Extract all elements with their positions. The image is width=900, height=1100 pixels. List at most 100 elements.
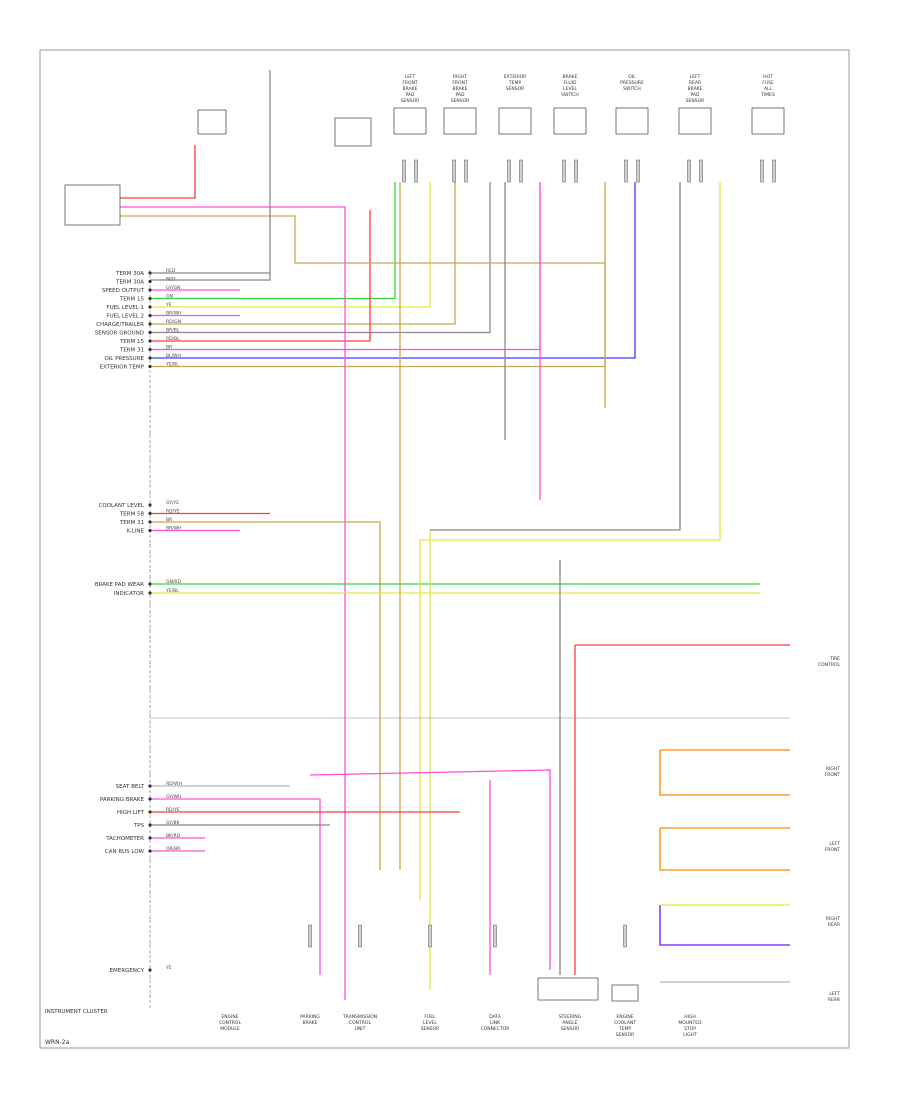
- pin-tick: [149, 484, 151, 486]
- wire-fuel-level-1: [150, 182, 431, 308]
- top-comp-label-2: SENSOR: [506, 86, 525, 92]
- top-comp-label-5: PAD: [691, 92, 701, 98]
- pin-low-dot-0: [148, 784, 152, 788]
- pin-tick: [149, 475, 151, 478]
- bottom-comp-label-0: CONTROL: [219, 1020, 241, 1026]
- coolant-sensor-block: [611, 984, 639, 1002]
- pin-dot-9: [148, 347, 152, 352]
- pin-tick: [149, 917, 151, 920]
- bottom-comp-label-2: CONTROL: [349, 1020, 371, 1026]
- bottom-comp-label-3: SENSOR: [421, 1026, 440, 1032]
- pin-tick: [149, 705, 151, 707]
- top-component-2: [498, 107, 532, 135]
- pin-mid-label-1: TERM 58: [119, 512, 145, 518]
- bottom-comp-label-5: SENSOR: [561, 1026, 580, 1032]
- pin-low-wire-3: GY/BK: [166, 820, 181, 826]
- pin-low-label-5: CAN BUS LOW: [105, 849, 145, 855]
- bottom-comp-label-0: ENGINE: [221, 1014, 238, 1020]
- top-connector-4a: [624, 159, 628, 183]
- pin-wire-10: BL/WH: [166, 353, 181, 359]
- pin-tick: [149, 560, 151, 563]
- pin-low-label-3: TPS: [133, 823, 145, 829]
- wire-parking-brake-b: [309, 769, 551, 970]
- pin-low-dot-1: [148, 797, 152, 801]
- top-comp-label-5: SENSOR: [686, 98, 705, 104]
- bottom-comp-label-5: STEERING: [559, 1014, 582, 1020]
- pin-mid-dot-2: [148, 520, 152, 524]
- top-comp-label-4: OIL: [628, 74, 636, 80]
- top-comp-label-5: REAR: [689, 80, 701, 86]
- pin-dot-11: [148, 364, 152, 369]
- pin-wire-0: RED: [166, 268, 176, 274]
- pin-dot-7: [148, 330, 152, 335]
- right-comp-label-4: CONTROL: [818, 662, 840, 668]
- bottom-comp-label-7: MOUNTED: [678, 1020, 702, 1026]
- wire-oil-level-1: [120, 145, 196, 199]
- pin-tick: [149, 688, 151, 690]
- right-comp-label-4: TIRE: [829, 656, 840, 662]
- bottom-comp-label-6: SENSOR: [616, 1032, 635, 1038]
- pin-tick: [149, 696, 151, 699]
- pin-wire-11: YE/BL: [165, 362, 179, 368]
- pin-tick: [149, 467, 151, 469]
- top-component-0: [393, 107, 427, 135]
- pin-tick: [149, 934, 151, 937]
- top-comp-label-1: SENSOR: [451, 98, 470, 104]
- pin-label-8: TERM 15: [119, 339, 145, 345]
- pin-wire-1: RED: [166, 277, 176, 283]
- pin-low-label-1: PARKING BRAKE: [100, 797, 145, 803]
- pin-tick: [149, 875, 151, 877]
- pin-tick: [149, 569, 151, 571]
- pin-mid-dot-3: [148, 528, 152, 533]
- pin-tick: [149, 892, 151, 894]
- wire-vert-4: [430, 182, 681, 531]
- pin-tick: [149, 416, 151, 418]
- top-comp-label-2: EXTERIOR: [504, 74, 527, 80]
- pin-brake-dot-0: [148, 582, 152, 586]
- fuse-box-1: [197, 109, 227, 135]
- pin-tick: [149, 926, 151, 928]
- pin-tick: [149, 994, 151, 996]
- pin-tick: [149, 900, 151, 903]
- pin-tick: [149, 424, 151, 427]
- pin-tick: [149, 628, 151, 631]
- pin-dot-3: [148, 296, 152, 301]
- pin-brake-wire-1: YE/BL: [165, 588, 179, 594]
- top-connector-3b: [574, 159, 578, 183]
- top-comp-label-1: RIGHT: [453, 74, 467, 80]
- pin-wire-8: RD/BL: [166, 336, 180, 342]
- pin-mid-label-3: K-LINE: [127, 529, 145, 535]
- pin-wire-3: GN: [166, 294, 173, 300]
- pin-label-7: SENSOR GROUND: [95, 331, 144, 337]
- wire-oil-level-3: [120, 215, 606, 408]
- pin-label-11: EXTERIOR TEMP: [100, 365, 145, 371]
- top-connector-4b: [636, 159, 640, 183]
- top-comp-label-2: TEMP: [508, 80, 521, 86]
- right-comp-label-0: FRONT: [825, 772, 841, 778]
- wire-term15: [150, 182, 396, 300]
- pin-low-wire-4: BK/RD: [166, 833, 181, 839]
- wire-exterior-temp: [150, 182, 606, 368]
- pin-tick: [149, 773, 151, 775]
- pin-low-dot-3: [148, 823, 152, 827]
- pin-tick: [149, 552, 151, 554]
- top-connector-1a: [452, 159, 456, 183]
- pin-brake-label-0: BRAKE PAD WEAR: [95, 582, 144, 588]
- components-group: [64, 107, 785, 1002]
- pin-tick: [149, 747, 151, 750]
- top-comp-label-3: BRAKE: [563, 74, 578, 80]
- pin-tick: [149, 433, 151, 435]
- pin-mid-wire-1: RD/YE: [166, 509, 180, 515]
- pin-tick: [149, 985, 151, 988]
- pin-wire-2: GY/GN: [166, 285, 180, 291]
- pin-tick: [149, 858, 151, 860]
- footer-code: WRN-2a: [45, 1039, 70, 1046]
- pin-tick: [149, 450, 151, 452]
- pin-low-label-4: TACHOMETER: [105, 836, 144, 842]
- bottom-connector-1: [308, 924, 312, 948]
- pin-tick: [149, 543, 151, 546]
- pin-wire-6: RD/GN: [166, 319, 181, 325]
- cluster-label: INSTRUMENT CLUSTER: [45, 1009, 108, 1015]
- top-component-6: [751, 107, 785, 135]
